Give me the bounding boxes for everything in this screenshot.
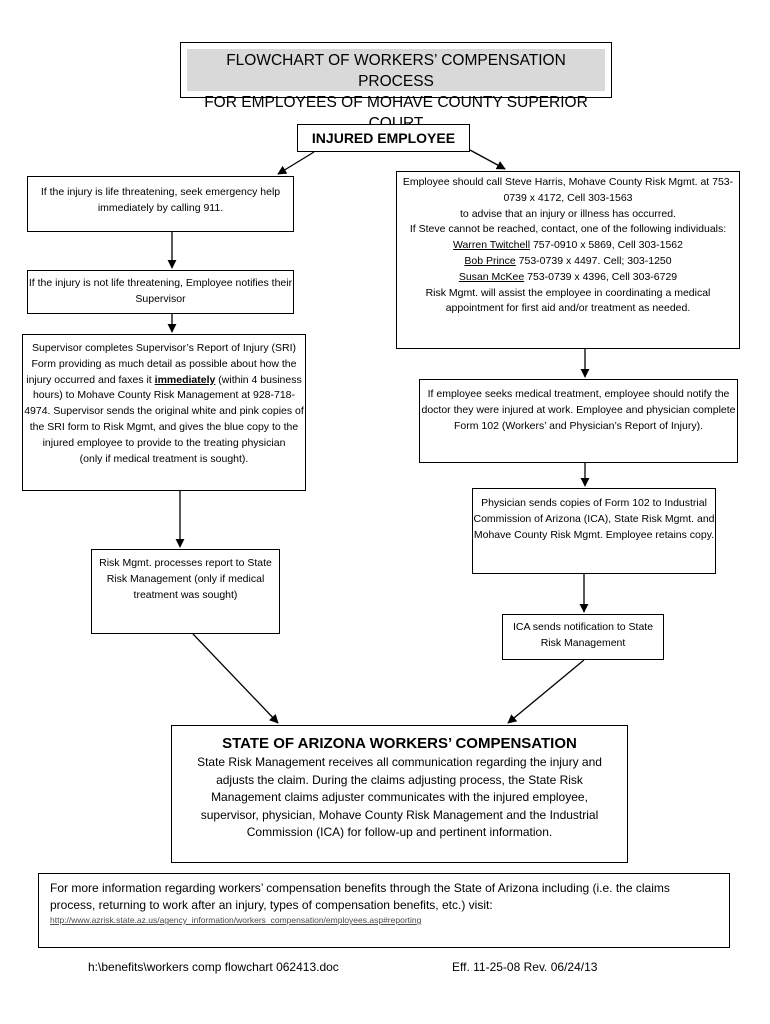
state-body: State Risk Management receives all commu… bbox=[197, 755, 602, 839]
more-info-box: For more information regarding workers’ … bbox=[38, 873, 730, 948]
injured-employee-box: INJURED EMPLOYEE bbox=[297, 124, 470, 152]
physician-sends-text: Physician sends copies of Form 102 to In… bbox=[473, 497, 715, 541]
state-workers-comp-box: STATE OF ARIZONA WORKERS’ COMPENSATION S… bbox=[171, 725, 628, 863]
arrow-ica-to-state bbox=[507, 659, 585, 724]
medical-treatment-text: If employee seeks medical treatment, emp… bbox=[421, 388, 736, 432]
call-line-2: to advise that an injury or illness has … bbox=[460, 207, 676, 220]
call-line-3: If Steve cannot be reached, contact, one… bbox=[409, 223, 727, 236]
contact-susan: Susan McKee 753-0739 x 4396, Cell 303-67… bbox=[397, 270, 739, 286]
notify-supervisor-box: If the injury is not life threatening, E… bbox=[27, 270, 294, 314]
arrow-injured-to-911 bbox=[277, 151, 315, 175]
medical-treatment-box: If employee seeks medical treatment, emp… bbox=[419, 379, 738, 463]
call-risk-mgmt-box: Employee should call Steve Harris, Mohav… bbox=[396, 171, 740, 349]
sri-text-part1: Supervisor completes Supervisor’s Report… bbox=[26, 342, 297, 386]
state-title: STATE OF ARIZONA WORKERS’ COMPENSATION bbox=[222, 735, 577, 752]
title-frame: FLOWCHART OF WORKERS’ COMPENSATION PROCE… bbox=[180, 42, 612, 132]
contact-name: Bob Prince bbox=[464, 254, 516, 267]
contact-name: Warren Twitchell bbox=[453, 239, 531, 252]
contact-phones: 757-0910 x 5869, Cell 303-1562 bbox=[530, 239, 683, 252]
ica-notification-box: ICA sends notification to State Risk Man… bbox=[502, 614, 664, 660]
risk-processes-text: Risk Mgmt. processes report to State Ris… bbox=[99, 557, 272, 601]
life-threatening-text: If the injury is life threatening, seek … bbox=[40, 186, 281, 214]
sri-emphasis: immediately bbox=[154, 373, 216, 386]
footer-file-path: h:\benefits\workers comp flowchart 06241… bbox=[88, 960, 339, 974]
ica-notification-text: ICA sends notification to State Risk Man… bbox=[512, 621, 654, 649]
notify-supervisor-text: If the injury is not life threatening, E… bbox=[28, 277, 293, 305]
contact-warren: Warren Twitchell 757-0910 x 5869, Cell 3… bbox=[397, 238, 739, 254]
risk-processes-box: Risk Mgmt. processes report to State Ris… bbox=[91, 549, 280, 634]
contact-phones: 753-0739 x 4396, Cell 303-6729 bbox=[524, 270, 678, 283]
footer-revision: Eff. 11-25-08 Rev. 06/24/13 bbox=[452, 960, 598, 974]
supervisor-report-box: Supervisor completes Supervisor’s Report… bbox=[22, 334, 306, 491]
arrow-riskproc-to-state bbox=[192, 633, 279, 724]
title-line-1: FLOWCHART OF WORKERS’ COMPENSATION PROCE… bbox=[226, 52, 566, 90]
arrow-injured-to-call bbox=[469, 149, 506, 170]
more-info-text: For more information regarding workers’ … bbox=[50, 881, 670, 912]
page-title: FLOWCHART OF WORKERS’ COMPENSATION PROCE… bbox=[187, 49, 605, 132]
life-threatening-box: If the injury is life threatening, seek … bbox=[27, 176, 294, 232]
sri-note: (only if medical treatment is sought). bbox=[79, 452, 249, 465]
contact-phones: 753-0739 x 4497. Cell; 303-1250 bbox=[515, 254, 672, 267]
physician-sends-box: Physician sends copies of Form 102 to In… bbox=[472, 488, 716, 574]
more-info-link[interactable]: http://www.azrisk.state.az.us/agency_inf… bbox=[50, 915, 422, 925]
contact-name: Susan McKee bbox=[458, 270, 525, 283]
contact-bob: Bob Prince 753-0739 x 4497. Cell; 303-12… bbox=[397, 254, 739, 270]
call-line-1: Employee should call Steve Harris, Mohav… bbox=[402, 176, 734, 204]
sri-text-part2: (within 4 business hours) to Mohave Coun… bbox=[24, 373, 304, 449]
call-line-4: Risk Mgmt. will assist the employee in c… bbox=[425, 286, 711, 315]
